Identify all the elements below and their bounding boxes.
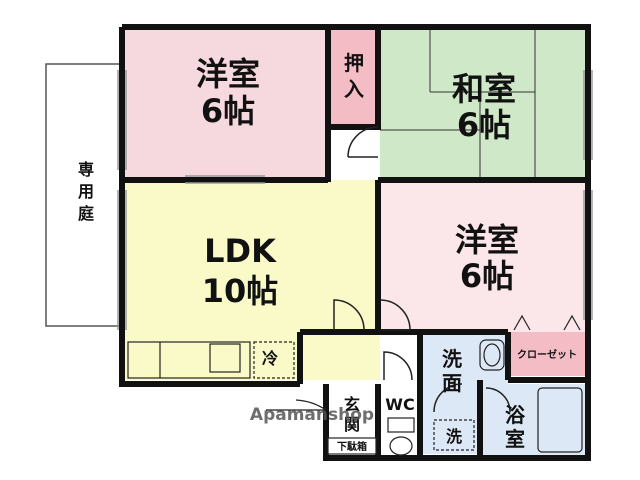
ldk-name: LDK [204, 232, 277, 270]
closet-marks [513, 314, 581, 331]
western-room-1-size: 6帖 [201, 92, 255, 130]
bathtub [537, 387, 583, 453]
oshiire-label: 押入 [344, 51, 364, 101]
japanese-room [380, 30, 585, 180]
wash-basin [479, 339, 505, 371]
ldk-size: 10帖 [202, 272, 279, 310]
western-room-2-size: 6帖 [460, 257, 514, 295]
closet-label: クローゼット [517, 348, 577, 361]
kitchen-counter [127, 341, 295, 379]
toilet [387, 417, 415, 456]
western-room-1-name: 洋室 [196, 55, 260, 93]
closet [510, 332, 586, 376]
private-garden-area [45, 63, 123, 327]
ldk-room [125, 180, 380, 380]
bathroom [480, 384, 586, 456]
japanese-room-name: 和室 [452, 70, 516, 108]
entrance-label: 玄関 [344, 395, 360, 434]
doors [333, 126, 511, 413]
shoe-box-label: 下駄箱 [337, 440, 367, 453]
private-garden-label: 専用庭 [78, 160, 94, 223]
washer-space [433, 419, 475, 451]
entrance-door [266, 399, 328, 411]
wc-label: WC [385, 395, 414, 414]
western-room-2 [380, 182, 585, 332]
western-room-2-name: 洋室 [455, 221, 519, 259]
washer-label: 洗 [446, 427, 462, 446]
windows [117, 70, 593, 330]
japanese-room-size: 6帖 [457, 106, 511, 144]
tatami-lines [380, 30, 536, 180]
bath-label: 浴室 [505, 403, 526, 451]
walls [119, 24, 591, 461]
washroom-label: 洗面 [442, 347, 462, 395]
apamanshop-watermark: Apamanshop [250, 405, 374, 425]
western-room-1 [125, 30, 328, 180]
oshiire-closet [330, 30, 378, 127]
fridge-label: 冷 [262, 349, 278, 368]
shoe-box [327, 437, 377, 455]
